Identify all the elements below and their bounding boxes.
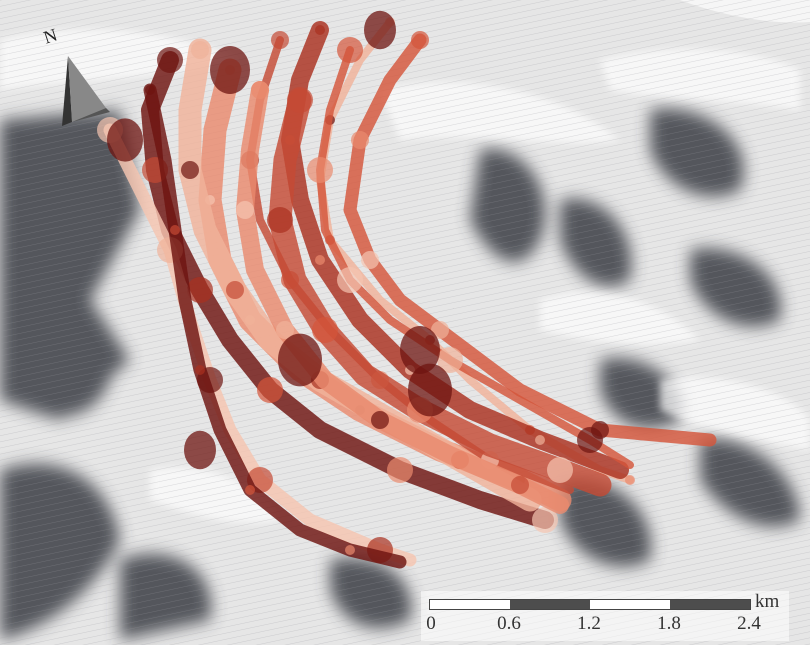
track-point: [431, 321, 449, 339]
track-point: [257, 377, 283, 403]
flight-track-line: [343, 33, 717, 447]
track-point: [226, 281, 244, 299]
track-point: [532, 507, 558, 533]
track-point: [361, 251, 379, 269]
track-point: [181, 161, 199, 179]
scale-tick-2: 1.2: [577, 613, 601, 634]
track-point: [625, 475, 635, 485]
track-dwell-blob: [400, 326, 440, 374]
track-point: [271, 31, 289, 49]
track-dwell-blob: [278, 333, 322, 387]
track-point: [535, 435, 545, 445]
track-point: [191, 41, 209, 59]
track-point: [337, 37, 363, 63]
track-point: [236, 201, 254, 219]
track-point: [371, 411, 389, 429]
track-dwell-blob: [107, 118, 143, 162]
track-point: [170, 225, 180, 235]
scale-bar: km 0 0.6 1.2 1.8 2.4: [421, 591, 789, 641]
track-point: [195, 365, 205, 375]
north-arrow-icon: [62, 56, 110, 126]
track-point: [577, 427, 603, 453]
flight-track: [267, 87, 612, 497]
track-point: [312, 317, 338, 343]
track-point: [387, 457, 413, 483]
track-point: [315, 25, 325, 35]
track-point: [251, 81, 269, 99]
track-point: [547, 457, 573, 483]
track-point: [351, 131, 369, 149]
track-point: [145, 85, 155, 95]
flight-track: [141, 47, 558, 533]
track-point: [245, 485, 255, 495]
track-point: [315, 255, 325, 265]
scale-segment: [510, 600, 590, 609]
track-point: [345, 545, 355, 555]
track-point: [511, 476, 529, 494]
track-point: [337, 267, 363, 293]
flight-track-line: [143, 83, 407, 569]
scale-tick-1: 0.6: [497, 613, 521, 634]
scale-bar-segments: [429, 599, 751, 610]
scale-tick-3: 1.8: [657, 613, 681, 634]
flight-track: [307, 37, 634, 469]
track-point: [157, 47, 183, 73]
flight-track-line: [141, 51, 554, 529]
scale-unit: km: [755, 591, 780, 612]
flight-track-line: [103, 123, 417, 567]
scale-segment: [430, 600, 510, 609]
flight-track: [343, 31, 717, 447]
track-dwell-blob: [184, 430, 216, 470]
track-dwell-blob: [364, 10, 396, 50]
scale-segment: [670, 600, 750, 609]
track-dwell-blob: [210, 46, 250, 94]
flight-track: [143, 83, 407, 569]
track-point: [437, 347, 463, 373]
flight-track-line: [268, 88, 612, 497]
track-dwell-blob: [408, 363, 452, 417]
flight-track-line: [316, 46, 634, 469]
track-point: [267, 207, 293, 233]
scale-tick-0: 0: [426, 613, 436, 634]
track-point: [307, 157, 333, 183]
track-point: [411, 31, 429, 49]
track-point: [276, 321, 294, 339]
scale-tick-4: 2.4: [737, 613, 761, 634]
track-point: [287, 87, 313, 113]
track-point: [187, 277, 213, 303]
scale-segment: [590, 600, 670, 609]
